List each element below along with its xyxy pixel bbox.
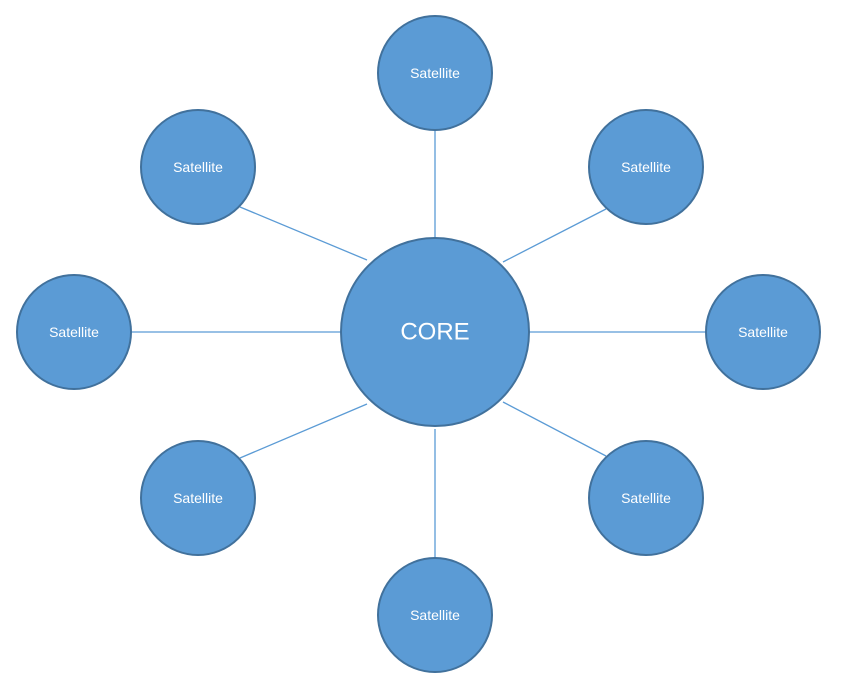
connector-bottom-left: [239, 403, 368, 459]
satellite-label: Satellite: [49, 324, 99, 340]
satellite-node-circle: [588, 109, 704, 225]
core-node-circle: [340, 237, 530, 427]
satellite-label: Satellite: [173, 159, 223, 175]
satellite-top-right: Satellite: [588, 109, 704, 225]
satellite-label: Satellite: [173, 490, 223, 506]
satellite-right: Satellite: [705, 274, 821, 390]
satellite-node-circle: [588, 440, 704, 556]
satellite-node-circle: [16, 274, 132, 390]
satellite-label: Satellite: [738, 324, 788, 340]
satellite-node-circle: [377, 557, 493, 673]
satellite-left: Satellite: [16, 274, 132, 390]
satellite-top-left: Satellite: [140, 109, 256, 225]
connector-bottom-right: [502, 401, 607, 457]
satellite-node-circle: [140, 109, 256, 225]
connectors: [132, 128, 706, 559]
satellite-label: Satellite: [410, 607, 460, 623]
satellite-bottom-right: Satellite: [588, 440, 704, 556]
satellite-bottom-left: Satellite: [140, 440, 256, 556]
connector-top-left: [239, 206, 368, 261]
satellite-label: Satellite: [621, 159, 671, 175]
satellite-label: Satellite: [410, 65, 460, 81]
satellite-top: Satellite: [377, 15, 493, 131]
satellite-node-circle: [377, 15, 493, 131]
connector-top-right: [502, 208, 607, 263]
satellite-bottom: Satellite: [377, 557, 493, 673]
satellite-node-circle: [705, 274, 821, 390]
satellite-label: Satellite: [621, 490, 671, 506]
core-label: CORE: [400, 319, 469, 346]
satellite-node-circle: [140, 440, 256, 556]
core-node: CORE: [340, 237, 530, 427]
